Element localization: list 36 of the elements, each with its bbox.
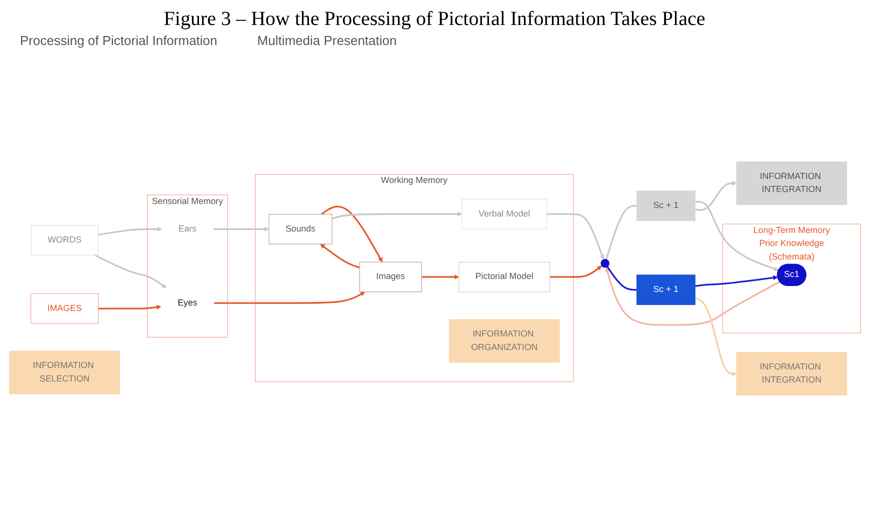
arrow [694, 298, 736, 376]
arrow [331, 212, 462, 220]
node-box: Images [358, 262, 422, 292]
arrow [97, 226, 162, 236]
arrow [694, 275, 778, 287]
node-box: Sc + 1 [636, 274, 695, 305]
arrow [604, 267, 780, 326]
node-box: Sounds [268, 214, 332, 244]
arrow [213, 292, 365, 304]
arrow [421, 274, 459, 280]
arrow [94, 254, 166, 288]
node-circle [600, 258, 609, 268]
node-box: Pictorial Model [458, 262, 550, 292]
arrow [98, 304, 161, 310]
arrow [694, 180, 736, 211]
node-box: WORDS [30, 225, 98, 256]
note-text: Processing of Pictorial Information [20, 33, 218, 48]
node-box: INFORMATION SELECTION [8, 350, 120, 394]
node-box: Verbal Model [461, 198, 546, 230]
arrow [694, 200, 778, 272]
node-box: INFORMATION INTEGRATION [736, 161, 847, 205]
arrow [320, 206, 382, 262]
node-box: INFORMATION ORGANIZATION [448, 319, 560, 363]
arrow [320, 244, 360, 268]
connector [606, 266, 636, 291]
node-box: INFORMATION INTEGRATION [736, 352, 847, 396]
node-box: IMAGES [30, 293, 98, 324]
node-text: Eyes [177, 298, 197, 308]
arrow [549, 266, 602, 278]
node-box: Sc + 1 [636, 190, 695, 221]
connector [604, 205, 636, 260]
node-text: Ears [178, 224, 196, 234]
arrow [546, 213, 604, 260]
arrow [212, 226, 269, 232]
note-text: Multimedia Presentation [257, 33, 397, 48]
figure-title: Figure 3 – How the Processing of Pictorial Information Takes Place [164, 8, 706, 31]
